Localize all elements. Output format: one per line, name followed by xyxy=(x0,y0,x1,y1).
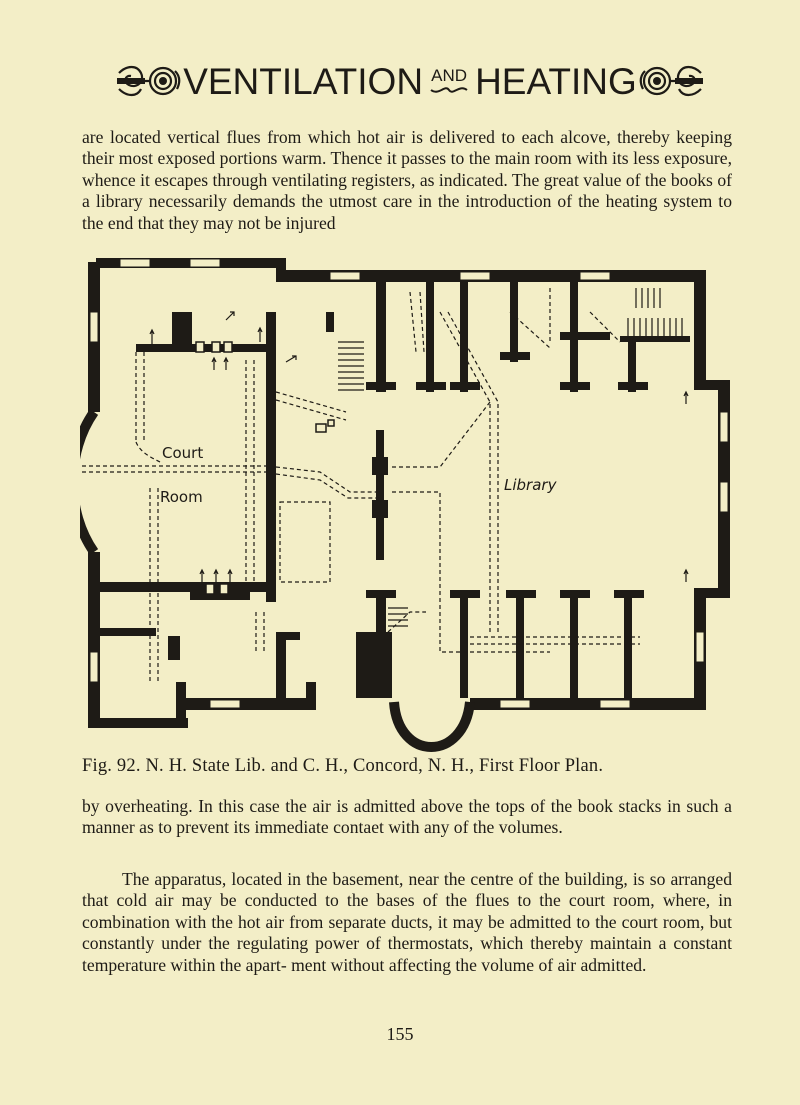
plan-label-court: Court xyxy=(162,444,203,462)
header-word-ventilation: VENTILATION xyxy=(183,60,424,102)
header-word-and: AND xyxy=(431,65,468,85)
page-number: 155 xyxy=(386,1024,414,1044)
plan-label-library: Library xyxy=(504,476,558,494)
left-ornament-icon xyxy=(117,65,181,97)
swash-ornament-icon xyxy=(430,86,468,93)
floor-plan-figure: Court Room Library xyxy=(80,258,730,752)
paragraph-2: by overheating. In this case the air is … xyxy=(82,796,732,838)
plan-label-room: Room xyxy=(160,488,203,506)
paragraph-3: The apparatus, located in the basement, … xyxy=(82,869,732,975)
library-entrance-apse xyxy=(389,701,475,752)
right-ornament-icon xyxy=(639,65,703,97)
header-and: AND xyxy=(429,67,469,96)
court-room-apse xyxy=(80,409,99,555)
running-header: VENTILATION AND HEATING xyxy=(80,56,740,106)
figure-caption: Fig. 92. N. H. State Lib. and C. H., Con… xyxy=(82,756,604,776)
header-word-heating: HEATING xyxy=(475,60,637,102)
paragraph-1: are located vertical flues from which ho… xyxy=(82,127,732,233)
